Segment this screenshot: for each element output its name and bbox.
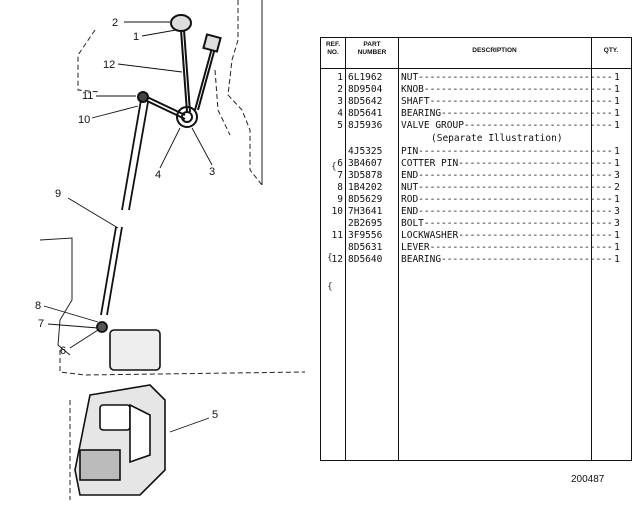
part-number-cell: 3F9556 xyxy=(348,230,383,241)
description-cell: SHAFT xyxy=(401,96,611,108)
qty-cell: 3 xyxy=(614,218,620,229)
qty-cell: 1 xyxy=(614,242,620,253)
ref-no-cell: 11 xyxy=(331,230,343,241)
table-row: 11 3F9556 LOCKWASHER1 xyxy=(321,230,631,242)
description-cell: BOLT xyxy=(401,218,611,230)
figure-number: 200487 xyxy=(571,474,605,485)
part-number-cell: 6L1962 xyxy=(348,72,383,83)
callout-9: 9 xyxy=(55,188,61,200)
callout-3: 3 xyxy=(209,166,215,178)
header-ref-no: REF. NO. xyxy=(325,41,341,56)
ref-no-cell: 1 xyxy=(337,72,343,83)
part-number-cell: 2B2695 xyxy=(348,218,383,229)
description-cell: LEVER xyxy=(401,242,611,254)
description-cell: PIN xyxy=(401,146,611,158)
control-linkage-drawing: 2 1 12 11 10 4 3 9 8 7 6 5 xyxy=(35,0,306,500)
table-row: (Separate Illustration) xyxy=(321,133,631,145)
ref-no-cell: 9 xyxy=(337,194,343,205)
part-number-cell: 7H3641 xyxy=(348,206,383,217)
part-number-cell: 4J5325 xyxy=(348,146,383,157)
callout-8: 8 xyxy=(35,300,41,312)
callout-1: 1 xyxy=(133,31,139,43)
part-number-cell: 8D9504 xyxy=(348,84,383,95)
ref-no-cell: 4 xyxy=(337,108,343,119)
description-cell: KNOB xyxy=(401,84,611,96)
description-cell: NUT xyxy=(401,182,611,194)
ref-no-cell: 12 xyxy=(331,254,343,265)
table-row: 3 8D5642 SHAFT1 xyxy=(321,96,631,108)
table-row: 16L1962NUT1 xyxy=(321,72,631,84)
part-number-cell: 3D5878 xyxy=(348,170,383,181)
callout-12: 12 xyxy=(103,59,115,71)
part-number-cell: 8D5631 xyxy=(348,242,383,253)
description-cell: NUT xyxy=(401,72,611,84)
header-part-number: PART NUMBER xyxy=(357,41,387,56)
ref-no-cell: 8 xyxy=(337,182,343,193)
description-cell: BEARING xyxy=(401,254,611,266)
description-cell: END xyxy=(401,206,611,218)
table-row: 10 7H3641 END3 xyxy=(321,206,631,218)
qty-cell: 1 xyxy=(614,84,620,95)
qty-cell: 3 xyxy=(614,170,620,181)
table-row: 2B2695 BOLT3 xyxy=(321,218,631,230)
table-row: 4J5325 PIN1 xyxy=(321,146,631,158)
table-row: 8 1B4202 NUT2 xyxy=(321,182,631,194)
description-cell: ROD xyxy=(401,194,611,206)
callout-6: 6 xyxy=(60,345,66,357)
table-row: 5 8J5936 VALVE GROUP1 xyxy=(321,120,631,132)
table-row: 7 3D5878 END3 xyxy=(321,170,631,182)
part-number-cell: 3B4607 xyxy=(348,158,383,169)
qty-cell: 1 xyxy=(614,254,620,265)
ref-no-cell: 2 xyxy=(337,84,343,95)
ref-no-cell: 6 xyxy=(337,158,343,169)
callout-10: 10 xyxy=(78,114,90,126)
table-row: 2 8D9504 KNOB1 xyxy=(321,84,631,96)
table-row: 9 8D5629 ROD1 xyxy=(321,194,631,206)
part-number-cell: 1B4202 xyxy=(348,182,383,193)
qty-cell: 3 xyxy=(614,206,620,217)
qty-cell: 1 xyxy=(614,120,620,131)
ref-no-cell: 7 xyxy=(337,170,343,181)
callout-4: 4 xyxy=(155,169,161,181)
qty-cell: 1 xyxy=(614,96,620,107)
table-row: 8D5631 LEVER1 xyxy=(321,242,631,254)
description-cell: BEARING xyxy=(401,108,611,120)
ref-no-cell: 3 xyxy=(337,96,343,107)
description-cell: VALVE GROUP xyxy=(401,120,611,132)
table-row: 6 3B4607 COTTER PIN1 xyxy=(321,158,631,170)
ref-no-cell: 10 xyxy=(331,206,343,217)
ref-no-cell: 5 xyxy=(337,120,343,131)
callout-2: 2 xyxy=(112,17,118,29)
description-cell: (Separate Illustration) xyxy=(431,133,563,144)
qty-cell: 1 xyxy=(614,158,620,169)
header-qty: QTY. xyxy=(603,47,619,54)
part-number-cell: 8D5641 xyxy=(348,108,383,119)
description-cell: COTTER PIN xyxy=(401,158,611,170)
qty-cell: 1 xyxy=(614,108,620,119)
table-row: 4 8D5641 BEARING1 xyxy=(321,108,631,120)
qty-cell: 1 xyxy=(614,194,620,205)
table-row: 12 8D5640 BEARING1 xyxy=(321,254,631,266)
part-number-cell: 8D5629 xyxy=(348,194,383,205)
qty-cell: 1 xyxy=(614,146,620,157)
callout-7: 7 xyxy=(38,318,44,330)
qty-cell: 2 xyxy=(614,182,620,193)
description-cell: END xyxy=(401,170,611,182)
callout-5: 5 xyxy=(212,409,218,421)
qty-cell: 1 xyxy=(614,72,620,83)
part-number-cell: 8J5936 xyxy=(348,120,383,131)
parts-list-table: REF. NO. PART NUMBER DESCRIPTION QTY. { … xyxy=(320,37,632,461)
callout-11: 11 xyxy=(82,90,93,102)
description-cell: LOCKWASHER xyxy=(401,230,611,242)
part-number-cell: 8D5640 xyxy=(348,254,383,265)
qty-cell: 1 xyxy=(614,230,620,241)
header-description: DESCRIPTION xyxy=(472,47,517,54)
part-number-cell: 8D5642 xyxy=(348,96,383,107)
